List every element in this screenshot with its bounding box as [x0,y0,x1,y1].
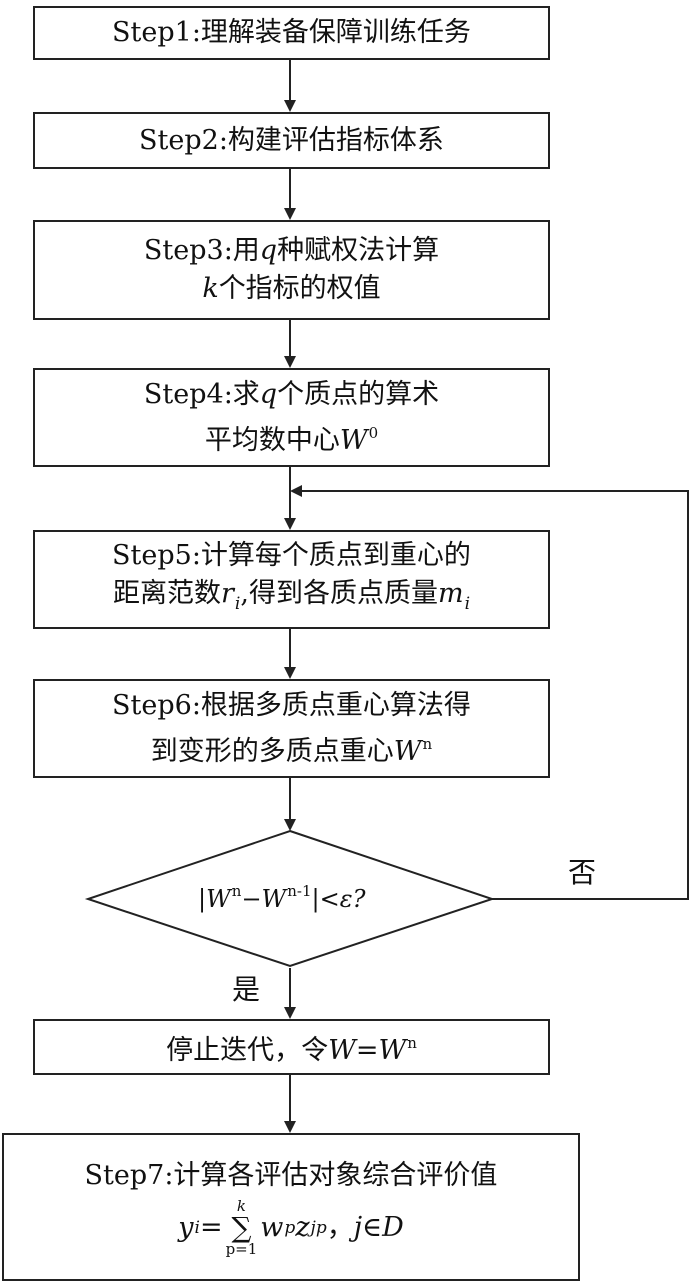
step4-line1: Step4:求q个质点的算术 [143,378,440,410]
summation: k ∑ p=1 [225,1197,258,1258]
step6-line1: Step6:根据多质点重心算法得 [112,689,471,721]
stop-box: 停止迭代，令W=Wn [33,1019,550,1075]
yes-label: 是 [232,973,261,1006]
step6-box: Step6:根据多质点重心算法得 到变形的多质点重心Wn [33,679,550,778]
step4-line2: 平均数中心W0 [204,423,379,456]
step2-box: Step2:构建评估指标体系 [33,112,550,169]
step3-line1: Step3:用q种赋权法计算 [143,235,440,266]
step6-line2: 到变形的多质点重心Wn [150,734,433,767]
no-label: 否 [568,856,597,889]
step5-line2: 距离范数ri,得到各质点质量mi [113,577,470,614]
decision-condition: |Wn−Wn-1|<ε? [198,882,366,913]
step7-line1: Step7:计算各评估对象综合评价值 [84,1160,498,1191]
step5-box: Step5:计算每个质点到重心的 距离范数ri,得到各质点质量mi [33,530,550,629]
loop-back-arrow [290,485,689,900]
stop-text: 停止迭代，令W=Wn [166,1034,417,1066]
step1-text: Step1:理解装备保障训练任务 [112,17,471,48]
step3-box: Step3:用q种赋权法计算 k个指标的权值 [33,220,550,320]
step3-line2: k个指标的权值 [202,273,381,304]
decision-diamond [84,829,496,968]
step1-box: Step1:理解装备保障训练任务 [33,6,550,60]
step2-text: Step2:构建评估指标体系 [139,124,444,156]
step4-box: Step4:求q个质点的算术 平均数中心W0 [33,368,550,467]
step5-line1: Step5:计算每个质点到重心的 [112,539,471,571]
